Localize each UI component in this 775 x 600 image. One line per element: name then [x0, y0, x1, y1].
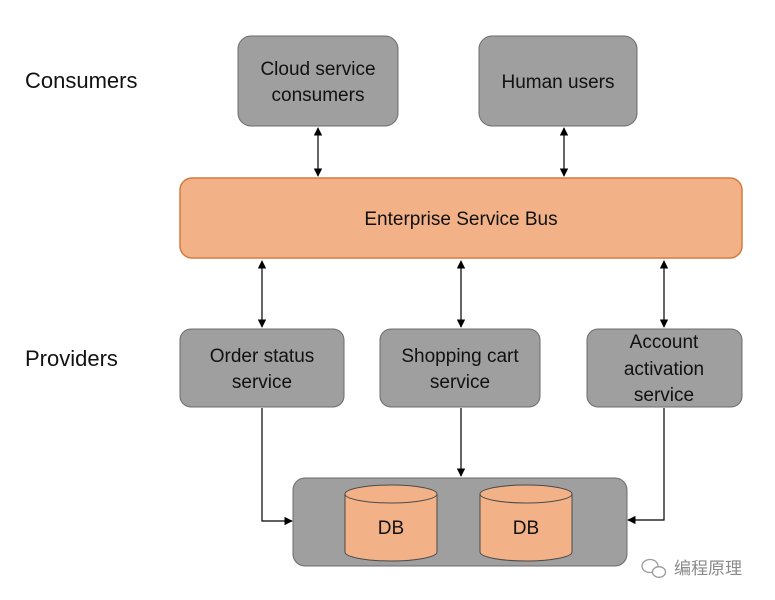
- account-activation-service-node: Account activation service: [586, 328, 743, 408]
- order-status-service-label-line2: service: [232, 372, 292, 393]
- human-users-label: Human users: [502, 72, 615, 93]
- shopping-cart-service-label-line2: service: [430, 372, 490, 393]
- shopping-cart-service-node: Shopping cart service: [379, 328, 541, 408]
- database-cylinder-1: DB: [344, 484, 438, 562]
- cloud-service-consumers-label-line1: Cloud service: [260, 59, 375, 80]
- arrow-order-db: [261, 408, 293, 526]
- cloud-service-consumers-node: Cloud service consumers: [237, 35, 399, 127]
- order-status-service-node: Order status service: [179, 328, 345, 408]
- database-cylinder-2: DB: [479, 484, 573, 562]
- database-1-label: DB: [378, 518, 404, 539]
- account-activation-service-label-line3: service: [634, 385, 694, 406]
- shopping-cart-service-label-line1: Shopping cart: [401, 346, 519, 367]
- database-container: [292, 477, 628, 567]
- enterprise-service-bus-node: Enterprise Service Bus: [179, 177, 743, 259]
- watermark: 编程原理: [641, 558, 742, 578]
- consumers-row-label: Consumers: [25, 68, 137, 93]
- human-users-node: Human users: [478, 35, 638, 127]
- order-status-service-label-line1: Order status: [210, 346, 315, 367]
- cloud-service-consumers-label-line2: consumers: [272, 85, 365, 106]
- arrow-account-db: [627, 408, 665, 525]
- providers-row-label: Providers: [25, 346, 118, 371]
- account-activation-service-label-line1: Account: [630, 332, 699, 353]
- database-2-label: DB: [513, 518, 539, 539]
- wechat-icon: [641, 558, 667, 578]
- account-activation-service-label-line2: activation: [624, 359, 704, 380]
- watermark-text: 编程原理: [674, 559, 742, 578]
- enterprise-service-bus-label: Enterprise Service Bus: [364, 209, 557, 230]
